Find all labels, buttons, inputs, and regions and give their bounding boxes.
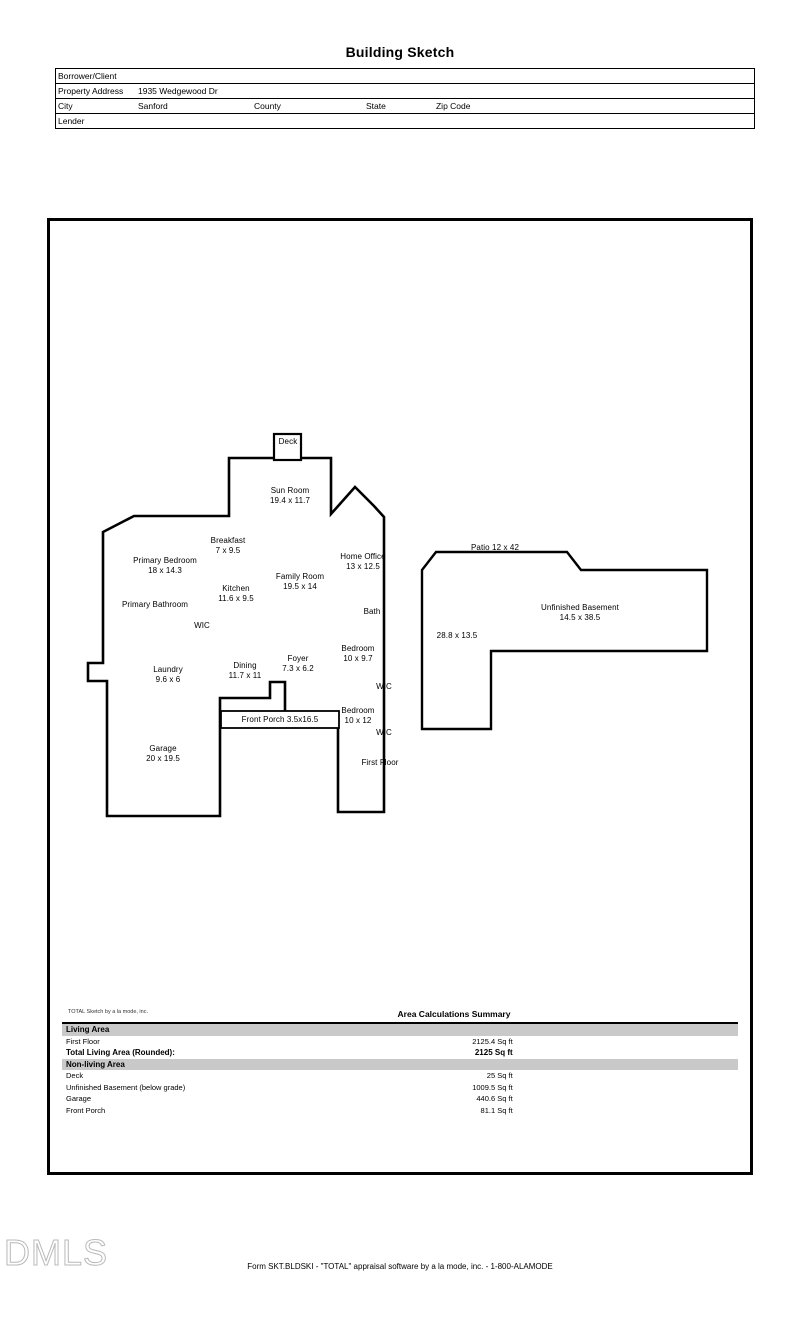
area-calculations-summary: TOTAL Sketch by a la mode, inc. Area Cal… [62, 1009, 738, 1116]
county-label: County [251, 98, 364, 114]
city-value: Sanford [136, 98, 252, 114]
room-label-home-office: Home Office 13 x 12.5 [340, 552, 386, 571]
unfinished-basement-outline [420, 550, 709, 731]
floor-plan-drawing: Deck Sun Room 19.4 x 11.7 Breakfast 7 x … [50, 221, 750, 1001]
table-row-deck: Deck 25 Sq ft [62, 1070, 738, 1082]
room-label-family-room: Family Room 19.5 x 14 [275, 572, 325, 591]
room-label-wic-primary: WIC [194, 621, 210, 630]
room-label-primary-bedroom: Primary Bedroom 18 x 14.3 [133, 556, 197, 575]
section-header-living-area: Living Area [62, 1024, 738, 1036]
row-value-first-floor: 2125.4 Sq ft [472, 1036, 513, 1046]
room-label-kitchen: Kitchen 11.6 x 9.5 [218, 584, 254, 603]
front-porch-outline [220, 710, 340, 729]
room-label-front-porch: Front Porch 3.5x16.5 [241, 715, 319, 724]
table-row-property-address: Property Address 1935 Wedgewood Dr [55, 83, 755, 99]
table-row-first-floor: First Floor 2125.4 Sq ft [62, 1036, 738, 1048]
page-title: Building Sketch [345, 44, 455, 60]
summary-table: Living Area First Floor 2125.4 Sq ft Tot… [62, 1024, 738, 1116]
row-label-garage: Garage [66, 1094, 92, 1104]
property-address-value: 1935 Wedgewood Dr [136, 83, 755, 99]
property-address-label: Property Address [55, 83, 136, 99]
first-floor-outline [86, 456, 386, 818]
row-value-total-living-area: 2125 Sq ft [474, 1048, 513, 1058]
table-row-city: City Sanford County State Zip Code [55, 98, 755, 114]
room-label-unfinished-basement: Unfinished Basement 14.5 x 38.5 [541, 603, 619, 622]
borrower-label: Borrower/Client [55, 68, 136, 84]
row-label-first-floor: First Floor [66, 1036, 100, 1046]
row-label-total-living-area: Total Living Area (Rounded): [66, 1048, 175, 1058]
room-label-sun-room: Sun Room 19.4 x 11.7 [269, 486, 311, 505]
floor-label-first-floor: First Floor [361, 758, 399, 767]
room-label-bedroom-1: Bedroom 10 x 9.7 [341, 644, 375, 663]
lender-label: Lender [58, 116, 85, 126]
city-label: City [55, 98, 136, 114]
room-label-breakfast: Breakfast 7 x 9.5 [210, 536, 246, 555]
table-row-unfinished-basement: Unfinished Basement (below grade) 1009.5… [62, 1082, 738, 1094]
floor-plan-svg [86, 432, 709, 818]
row-label-deck: Deck [66, 1071, 84, 1081]
row-label-unfinished-basement: Unfinished Basement (below grade) [66, 1082, 186, 1092]
room-label-deck: Deck [278, 437, 298, 446]
room-label-bedroom-2: Bedroom 10 x 12 [341, 706, 375, 725]
zip-label: Zip Code [435, 101, 471, 111]
room-label-foyer: Foyer 7.3 x 6.2 [282, 654, 314, 673]
total-sketch-credit: TOTAL Sketch by a la mode, inc. [68, 1009, 148, 1015]
table-row-front-porch: Front Porch 81.1 Sq ft [62, 1105, 738, 1117]
room-label-basement-dims: 28.8 x 13.5 [436, 631, 478, 640]
room-label-dining: Dining 11.7 x 11 [228, 661, 262, 680]
room-label-bath: Bath [363, 607, 381, 616]
lender-value [136, 114, 755, 129]
room-label-primary-bathroom: Primary Bathroom [121, 600, 189, 609]
state-zip-cell: State Zip Code [363, 98, 755, 114]
room-label-wic-bedroom-1: WIC [376, 682, 392, 691]
table-row-total-living-area: Total Living Area (Rounded): 2125 Sq ft [62, 1047, 738, 1059]
room-label-patio: Patio 12 x 42 [471, 543, 519, 552]
room-label-laundry: Laundry 9.6 x 6 [153, 665, 183, 684]
borrower-value [136, 68, 755, 84]
nonliving-area-header: Non-living Area [62, 1058, 738, 1070]
state-label: State [365, 101, 386, 111]
deck-outline [272, 432, 303, 462]
table-row-borrower: Borrower/Client [55, 68, 755, 84]
row-value-unfinished-basement: 1009.5 Sq ft [472, 1082, 513, 1092]
property-info-table: Borrower/Client Property Address 1935 We… [55, 68, 755, 129]
room-label-garage: Garage 20 x 19.5 [146, 744, 180, 763]
summary-header-row: TOTAL Sketch by a la mode, inc. Area Cal… [62, 1009, 738, 1024]
row-label-front-porch: Front Porch [66, 1105, 106, 1115]
summary-title: Area Calculations Summary [397, 1009, 511, 1019]
form-footer: Form SKT.BLDSKI - "TOTAL" appraisal soft… [247, 1262, 553, 1271]
section-header-nonliving-area: Non-living Area [62, 1058, 738, 1070]
table-row-garage: Garage 440.6 Sq ft [62, 1093, 738, 1105]
table-row-lender: Lender [56, 114, 755, 129]
room-label-wic-bedroom-2: WIC [376, 728, 392, 737]
row-value-front-porch: 81.1 Sq ft [480, 1105, 513, 1115]
row-value-deck: 25 Sq ft [486, 1071, 513, 1081]
row-value-garage: 440.6 Sq ft [476, 1094, 513, 1104]
living-area-header: Living Area [62, 1024, 738, 1036]
sketch-frame: Deck Sun Room 19.4 x 11.7 Breakfast 7 x … [47, 218, 753, 1175]
dmls-watermark: DMLS [3, 1232, 109, 1274]
